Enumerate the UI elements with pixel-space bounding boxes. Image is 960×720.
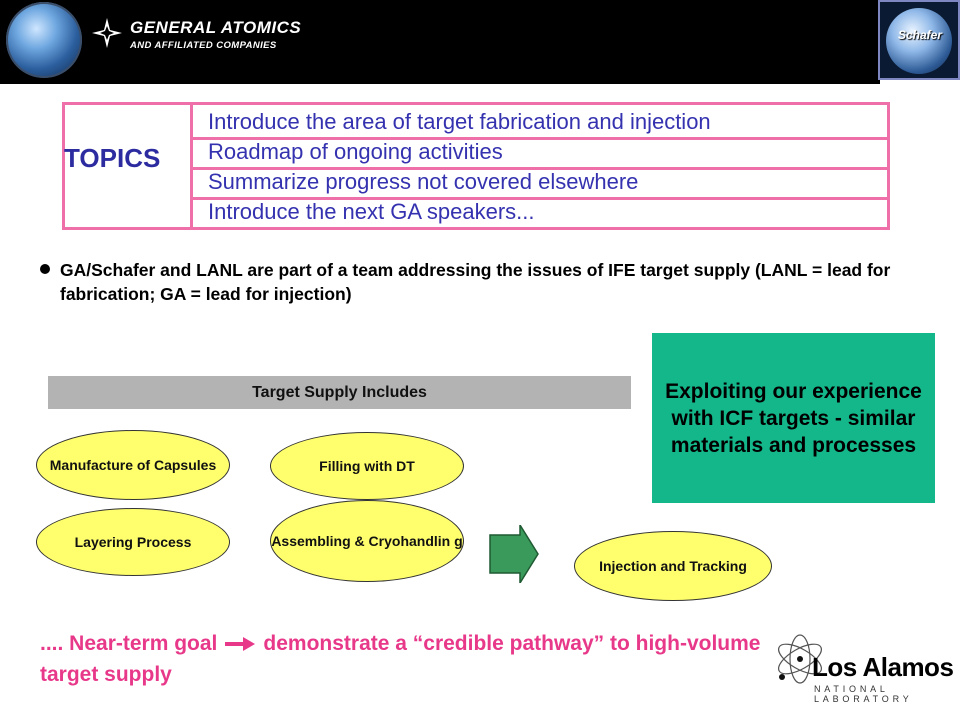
oval-assembling-cryohandling: Assembling & Cryohandlin g (270, 500, 464, 582)
ga-star-logo-icon (92, 18, 122, 48)
flow-arrow-icon (489, 525, 539, 583)
oval-manufacture-capsules: Manufacture of Capsules (36, 430, 230, 500)
globe-icon (6, 2, 82, 78)
topics-title: TOPICS (64, 143, 161, 173)
topic-item: Introduce the next GA speakers... (208, 199, 535, 224)
goal-tail: demonstrate a “credible pathway” to high… (40, 632, 761, 686)
topic-separator (193, 167, 890, 170)
topic-item: Summarize progress not covered elsewhere (208, 169, 639, 194)
bullet-text: GA/Schafer and LANL are part of a team a… (60, 260, 891, 304)
oval-injection-tracking: Injection and Tracking (574, 531, 772, 601)
company-subtitle: AND AFFILIATED COMPANIES (130, 40, 277, 51)
oval-layering-process: Layering Process (36, 508, 230, 576)
oval-filling-dt: Filling with DT (270, 432, 464, 500)
topic-separator (193, 197, 890, 200)
target-supply-header: Target Supply Includes (48, 376, 631, 409)
banner-background (0, 0, 880, 84)
los-alamos-logo-icon (778, 634, 822, 684)
schafer-badge: Schafer (878, 0, 960, 80)
earth-icon (886, 8, 952, 74)
goal-lead: .... Near-term goal (40, 632, 218, 655)
topic-item: Roadmap of ongoing activities (208, 139, 503, 164)
right-arrow-icon (225, 637, 256, 652)
los-alamos-name: Los Alamos (812, 652, 954, 682)
exploit-callout: Exploiting our experience with ICF targe… (652, 333, 935, 503)
bullet-icon (40, 264, 50, 274)
header-banner: GENERAL ATOMICS AND AFFILIATED COMPANIES… (0, 0, 960, 84)
topic-separator (193, 137, 890, 140)
topics-box (62, 102, 890, 230)
los-alamos-subtitle: NATIONAL LABORATORY (814, 684, 913, 704)
topic-item: Introduce the area of target fabrication… (208, 109, 711, 134)
company-name: GENERAL ATOMICS (130, 18, 302, 37)
schafer-label: Schafer (898, 28, 943, 42)
topics-divider (190, 102, 193, 230)
